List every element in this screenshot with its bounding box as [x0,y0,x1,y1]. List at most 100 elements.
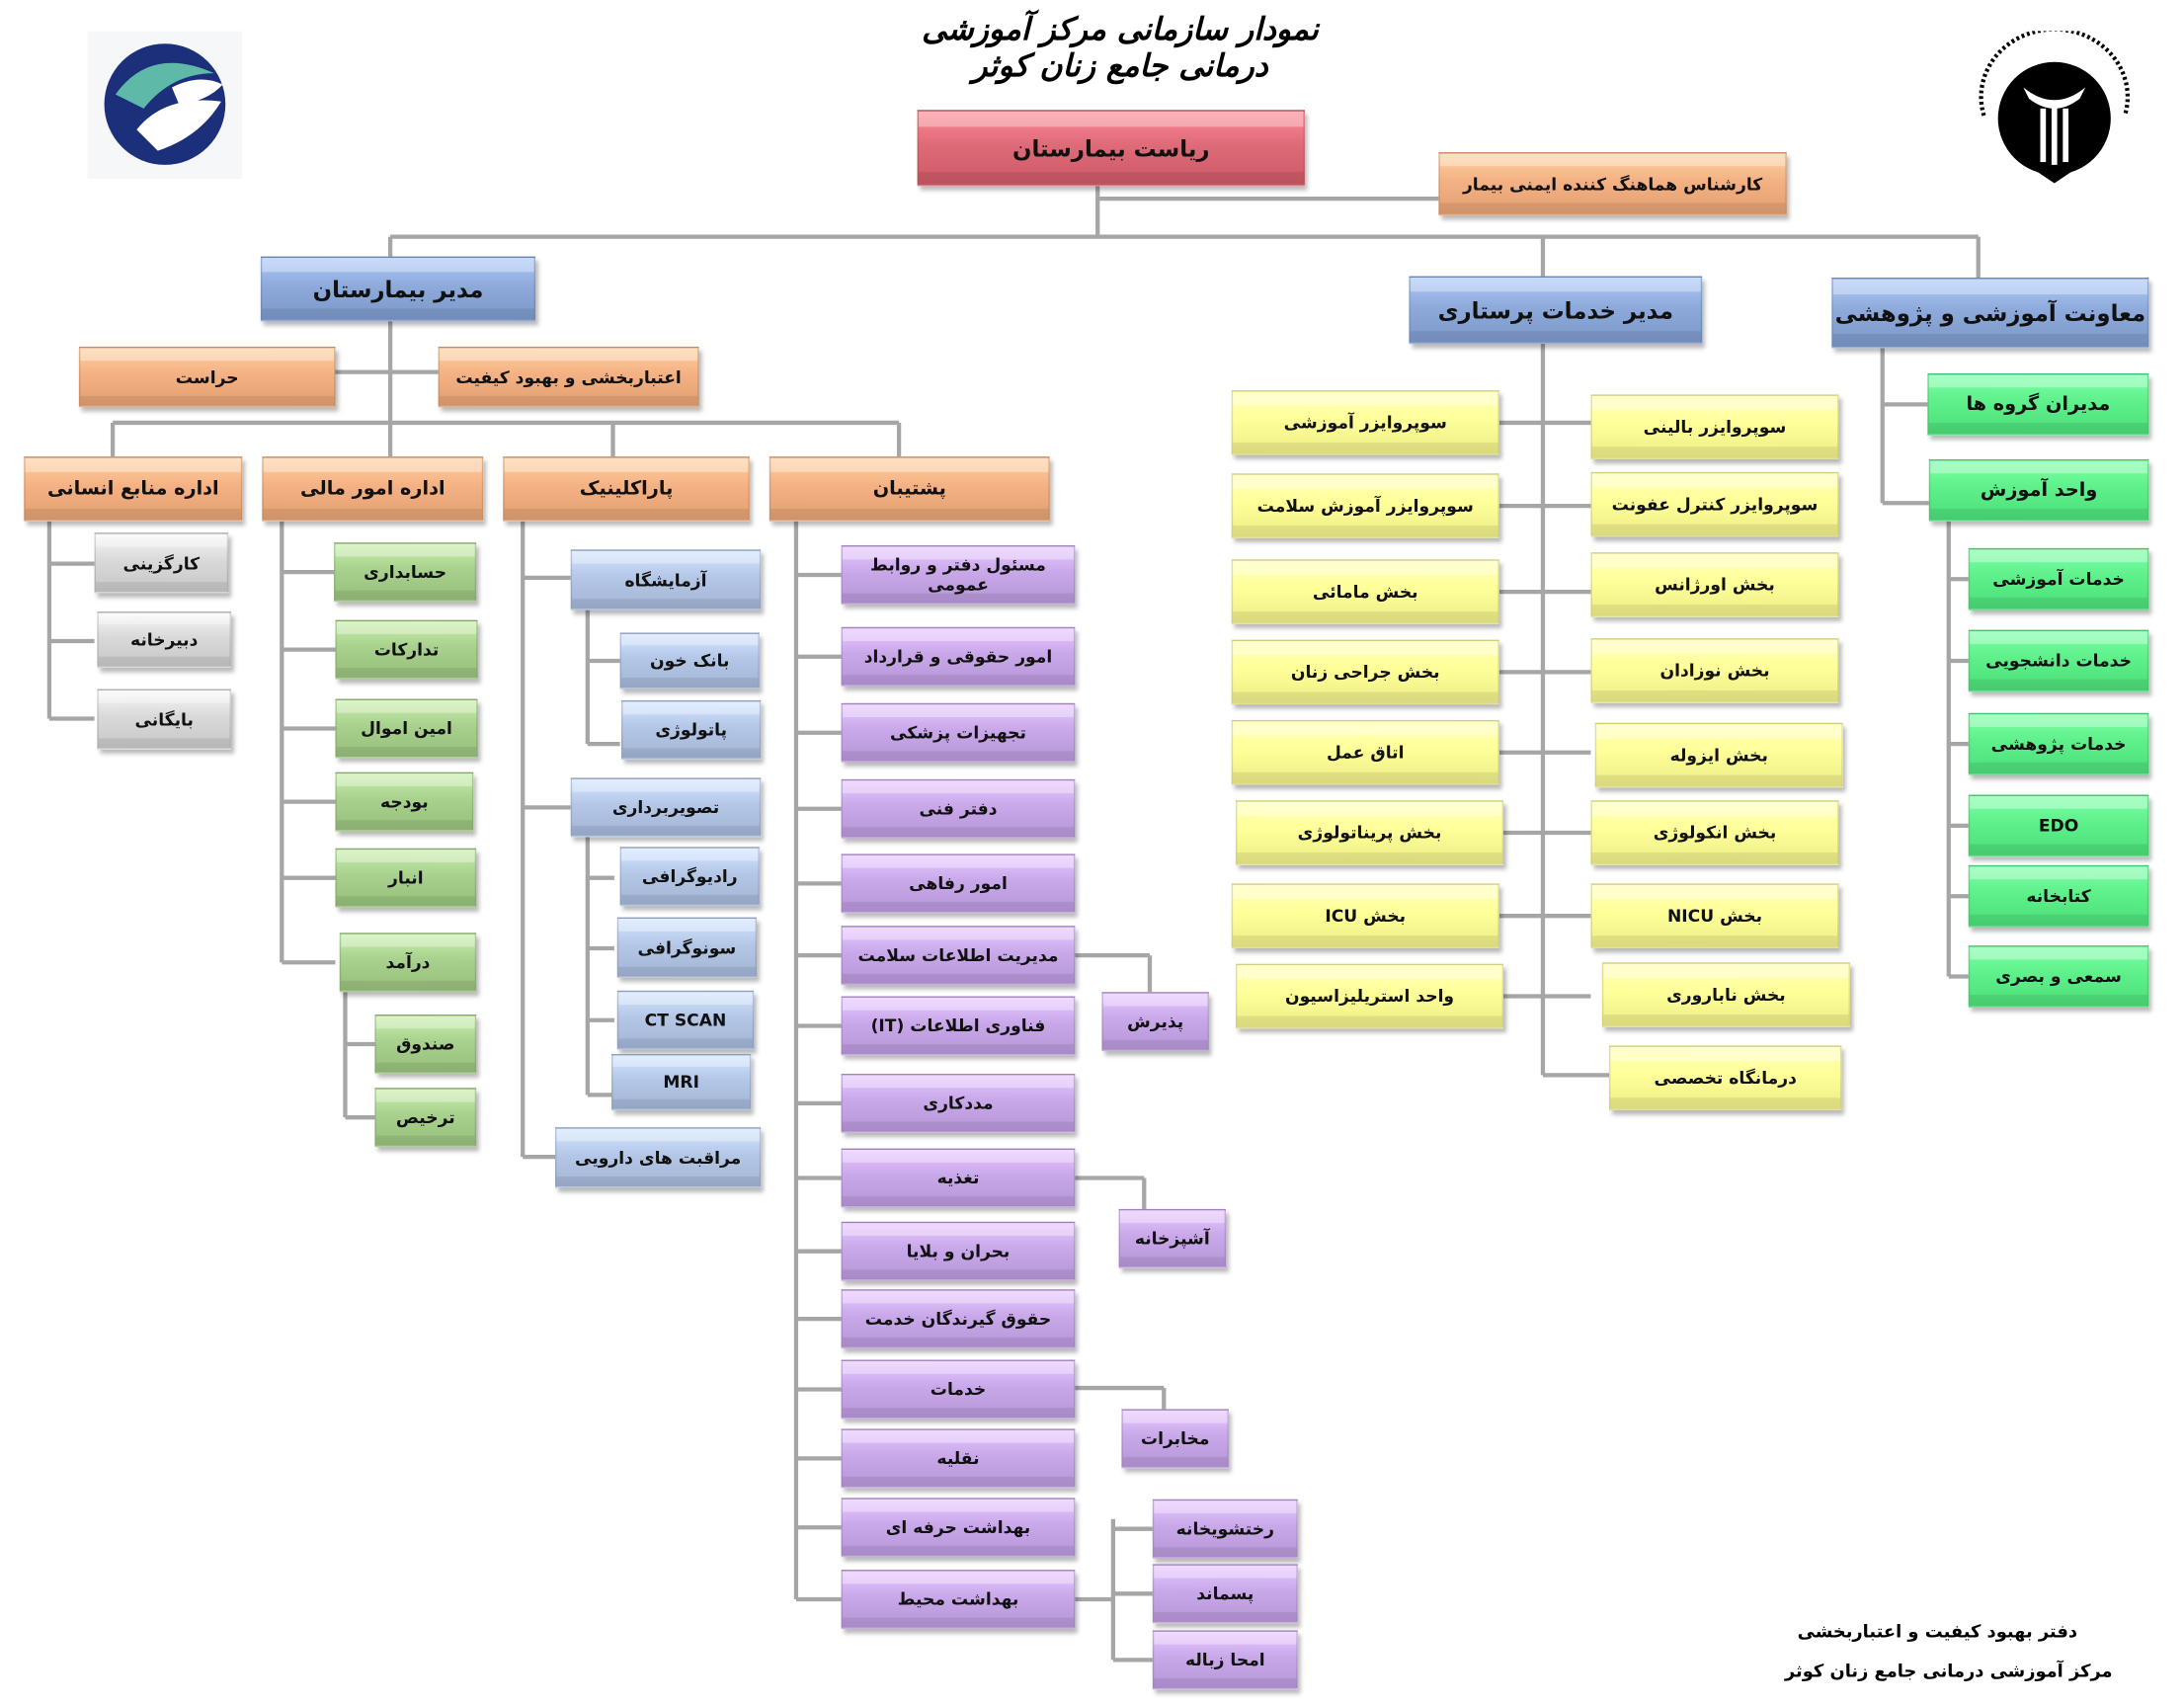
org-unit-label: سونوگرافی [637,937,737,958]
org-unit-label: مدیریت اطلاعات سلامت [857,945,1059,966]
org-unit-nl4: بخش جراحی زنان [1231,639,1499,705]
org-unit-label: مدیران گروه ها [1966,392,2111,416]
org-unit-x3: مخابرات [1121,1409,1229,1469]
org-unit-safety: کارشناس هماهنگ کننده ایمنی بیمار [1438,152,1787,216]
org-unit-label: سوپروایزر آموزش سلامت [1256,496,1474,517]
footer-center: مرکز آموزشی درمانی جامع زنان کوثر [1784,1660,2113,1681]
org-unit-label: فناوری اطلاعات (IT) [870,1015,1046,1036]
org-unit-e4: خدمات دانشجویی [1968,629,2149,692]
org-unit-f4: بودجه [335,771,474,832]
org-unit-f8: ترخیص [374,1088,477,1148]
org-unit-label: آشپزخانه [1134,1228,1210,1249]
org-unit-p2: بانک خون [619,632,760,690]
org-unit-x1: پذیرش [1101,992,1209,1052]
org-unit-s4: دفتر فنی [841,778,1076,839]
org-unit-label: بانک خون [650,651,730,671]
org-unit-label: درمانگاه تخصصی [1654,1068,1797,1089]
org-unit-label: حقوق گیرندگان خدمت [864,1309,1052,1330]
org-unit-security: حراست [78,346,336,408]
org-unit-label: کتابخانه [2026,886,2091,907]
org-unit-e8: سمعی و بصری [1968,945,2149,1008]
org-unit-s11: حقوق گیرندگان خدمت [841,1289,1076,1349]
org-unit-label: اداره منابع انسانی [46,477,219,501]
org-unit-label: خدمات پژوهشی [1990,734,2127,755]
org-unit-label: بایگانی [134,709,194,730]
org-unit-p5: رادیوگرافی [619,847,760,907]
org-unit-e3: خدمات آموزشی [1968,547,2149,610]
org-unit-label: MRI [663,1072,699,1093]
org-unit-root: ریاست بیمارستان [917,110,1305,187]
org-unit-label: معاونت آموزشی و پژوهشی [1834,299,2146,327]
org-unit-label: بخش ایزوله [1669,745,1768,766]
org-unit-nr6: بخش انکولوژی [1590,800,1839,865]
org-unit-label: رادیوگرافی [641,866,738,887]
org-unit-label: بخش ICU [1325,906,1407,927]
org-unit-s13: نقلیه [841,1428,1076,1489]
org-unit-label: بخش نوزادان [1659,661,1770,681]
org-unit-p6: سونوگرافی [616,917,758,978]
org-unit-label: رختشویخانه [1175,1518,1274,1539]
org-unit-s14: بهداشت حرفه ای [841,1498,1076,1558]
org-unit-p3: پاتولوژی [621,699,762,760]
org-unit-label: بخش مامائی [1312,582,1418,603]
org-unit-nursing: مدیر خدمات پرستاری [1409,276,1703,345]
org-unit-nr4: بخش نوزادان [1590,638,1839,703]
org-unit-label: درآمد [385,952,431,973]
org-unit-label: بخش اورژانس [1655,574,1775,595]
org-unit-manager: مدیر بیمارستان [260,256,536,322]
org-unit-label: اعتباربخشی و بهبود کیفیت [455,366,682,387]
org-unit-label: حراست [175,366,239,387]
org-unit-label: کارگزینی [122,552,201,573]
org-unit-label: سوپروایزر آموزشی [1283,412,1447,433]
org-unit-s2: امور حقوقی و قرارداد [841,626,1076,687]
org-unit-label: صندوق [396,1034,455,1054]
org-unit-f6: درآمد [339,933,477,993]
org-unit-s7: فناوری اطلاعات (IT) [841,996,1076,1056]
org-unit-label: آزمایشگاه [624,569,707,590]
org-unit-e6: EDO [1968,794,2149,857]
org-unit-label: بودجه [380,791,429,812]
org-unit-label: بخش انکولوژی [1653,823,1777,844]
org-unit-f7: صندوق [374,1015,477,1074]
org-unit-label: تغذیه [936,1168,980,1188]
org-unit-p7: CT SCAN [616,990,755,1050]
org-unit-label: ترخیص [395,1107,455,1128]
org-unit-nr3: بخش اورژانس [1590,552,1839,617]
org-unit-label: مراقبت های دارویی [575,1147,742,1168]
org-unit-nl6: بخش پریناتولوژی [1235,800,1504,865]
org-unit-s3: تجهیزات پزشکی [841,702,1076,763]
org-unit-label: دفتر فنی [919,798,998,819]
org-unit-label: مددکاری [923,1093,994,1113]
org-unit-f1: حسابداری [334,542,477,603]
org-unit-label: پسماند [1196,1583,1254,1604]
org-unit-nr7: بخش NICU [1590,883,1839,949]
org-unit-label: خدمات [930,1379,987,1400]
footer-office: دفتر بهبود کیفیت و اعتباربخشی [1797,1620,2078,1642]
org-unit-label: انبار [388,867,424,888]
org-unit-hr3: بایگانی [97,689,231,750]
org-unit-nr9: درمانگاه تخصصی [1609,1045,1842,1111]
org-unit-nl7: بخش ICU [1231,883,1499,949]
org-unit-nr1: سوپروایزر بالینی [1590,394,1839,460]
org-unit-hr1: کارگزینی [94,532,229,594]
org-unit-label: امور رفاهی [909,873,1008,894]
org-unit-edu: معاونت آموزشی و پژوهشی [1831,278,2149,349]
org-unit-para: پاراکلینیک [503,456,750,522]
org-unit-s10: بحران و بلایا [841,1221,1076,1281]
org-unit-f2: تدارکات [335,619,478,680]
org-unit-support: پشتیبان [768,456,1050,522]
org-unit-label: خدمات دانشجویی [1985,651,2132,671]
org-unit-x2: آشپزخانه [1118,1208,1227,1268]
org-unit-label: امین اموال [361,718,452,739]
org-unit-f5: انبار [335,848,477,908]
org-unit-label: واحد آموزش [1980,478,2098,502]
org-unit-e1: مدیران گروه ها [1927,373,2149,436]
org-unit-label: تجهیزات پزشکی [890,722,1026,743]
org-unit-label: سمعی و بصری [1995,966,2122,987]
org-unit-label: کارشناس هماهنگ کننده ایمنی بیمار [1462,174,1763,195]
org-unit-label: نقلیه [936,1448,980,1469]
org-unit-s8: مددکاری [841,1073,1076,1133]
org-unit-label: امور حقوقی و قرارداد [863,646,1053,667]
